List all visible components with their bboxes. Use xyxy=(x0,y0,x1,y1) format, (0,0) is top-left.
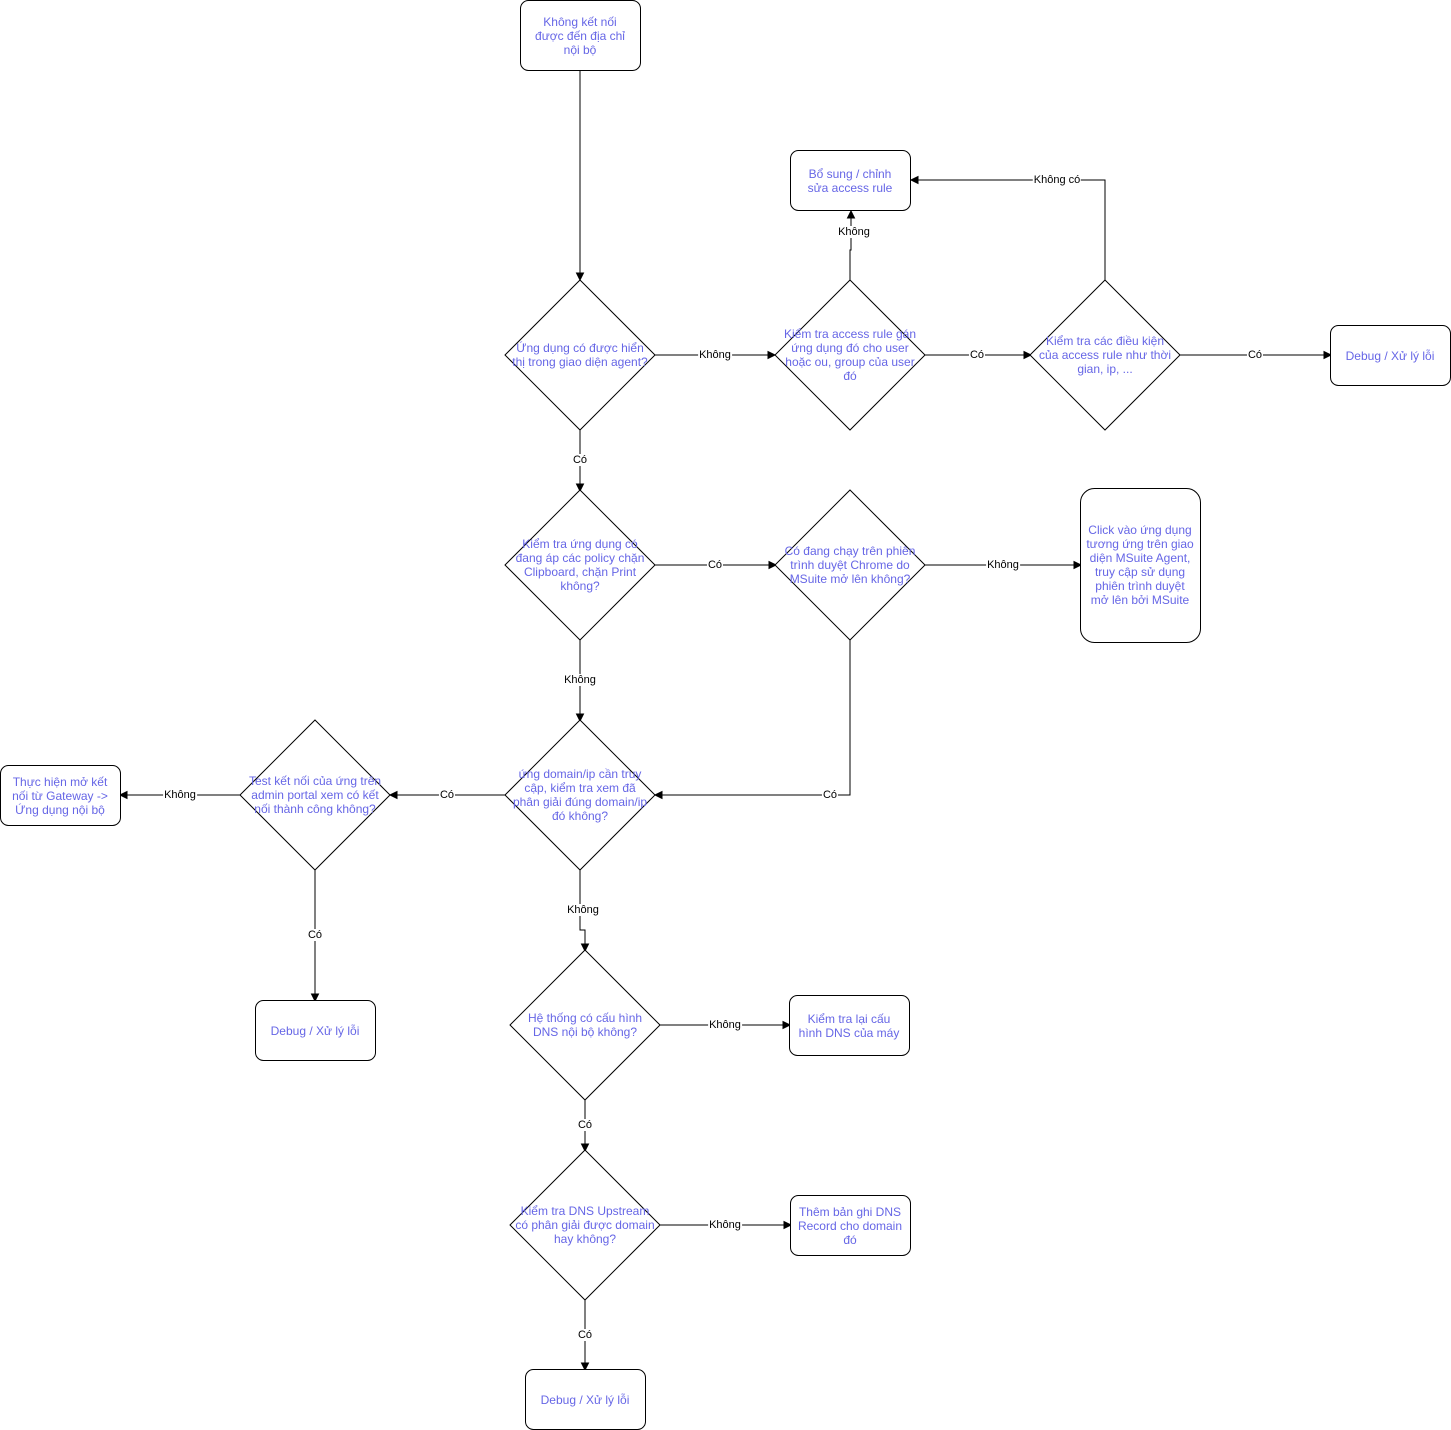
edge-label-upstream-yes: Có xyxy=(576,1329,594,1341)
app-shown-diamond xyxy=(504,279,656,431)
arrow-head xyxy=(846,209,856,219)
edge-label-access-rule-yes: Có xyxy=(968,349,986,361)
edge-label-dns-config-no: Không xyxy=(708,1019,742,1031)
arrow-head xyxy=(118,790,128,800)
arrow-head xyxy=(768,560,778,570)
arrow-head xyxy=(580,1362,590,1372)
arrow-head xyxy=(575,483,585,493)
arrow-head xyxy=(310,993,320,1003)
edge-label-chrome-no: Không xyxy=(986,559,1020,571)
dns-upstream-diamond xyxy=(509,1149,661,1301)
edge-conditions-to-edit-rule xyxy=(918,179,1106,280)
edge-label-dns-config-yes: Có xyxy=(576,1119,594,1131)
arrow-head xyxy=(782,1020,792,1030)
click-app-box xyxy=(1080,488,1201,643)
edges xyxy=(118,70,1333,1372)
debug-1-box xyxy=(1330,325,1451,386)
edge-label-domain-no: Không xyxy=(566,904,600,916)
edge-label-app-shown-no: Không xyxy=(698,349,732,361)
arrow-head xyxy=(1323,350,1333,360)
chrome-diamond xyxy=(774,489,926,641)
start-box xyxy=(520,0,641,71)
debug-3-box xyxy=(525,1369,646,1430)
access-rule-diamond xyxy=(774,279,926,431)
arrow-head xyxy=(767,350,777,360)
arrow-head xyxy=(1023,350,1033,360)
edge-label-policy-no: Không xyxy=(563,674,597,686)
edge-domain-to-dns-config xyxy=(579,870,586,944)
domain-diamond xyxy=(504,719,656,871)
edge-label-policy-yes: Có xyxy=(706,559,724,571)
arrow-head xyxy=(909,175,919,185)
gateway-box xyxy=(0,765,121,826)
edge-label-domain-yes: Có xyxy=(438,789,456,801)
edge-label-test-no: Không xyxy=(163,789,197,801)
edit-rule-box xyxy=(790,150,911,211)
edge-label-app-shown-yes: Có xyxy=(571,454,589,466)
arrow-head xyxy=(1073,560,1083,570)
edge-label-conditions-no: Không có xyxy=(1032,174,1082,186)
edge-label-conditions-yes: Có xyxy=(1246,349,1264,361)
arrow-head xyxy=(575,713,585,723)
rule-conditions-diamond xyxy=(1029,279,1181,431)
arrow-head xyxy=(580,1143,590,1153)
dns-config-diamond xyxy=(509,949,661,1101)
test-conn-diamond xyxy=(239,719,391,871)
arrow-head xyxy=(388,790,398,800)
arrow-head xyxy=(653,790,663,800)
edge-label-access-rule-no: Không xyxy=(837,226,871,238)
add-record-box xyxy=(790,1195,911,1256)
edge-label-chrome-yes: Có xyxy=(821,789,839,801)
check-dns-box xyxy=(789,995,910,1056)
edge-label-upstream-no: Không xyxy=(708,1219,742,1231)
edge-label-test-yes: Có xyxy=(306,929,324,941)
edge-chrome-to-domain xyxy=(662,640,851,796)
arrow-head xyxy=(580,943,590,953)
arrow-head xyxy=(783,1220,793,1230)
arrow-head xyxy=(575,272,585,282)
debug-2-box xyxy=(255,1000,376,1061)
policy-diamond xyxy=(504,489,656,641)
